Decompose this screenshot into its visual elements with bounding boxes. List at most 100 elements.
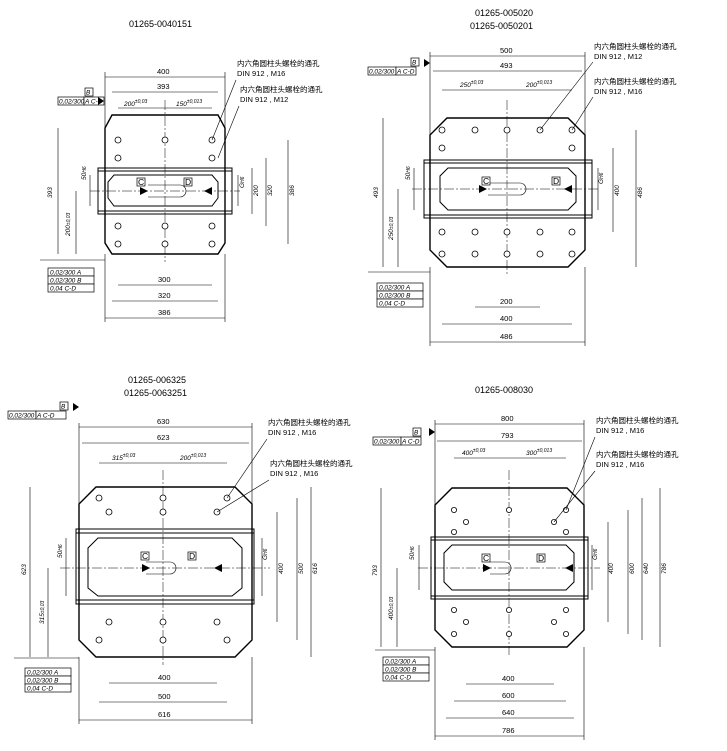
note-2-line-2: DIN 912 , M16	[594, 87, 642, 96]
callout-notes: 内六角圆柱头螺栓的通孔 DIN 912 , M12 内六角圆柱头螺栓的通孔 DI…	[539, 41, 677, 131]
bolt-hole	[114, 240, 122, 248]
note-2-line-1: 内六角圆柱头螺栓的通孔	[594, 76, 677, 86]
dim-left-half: 315±0,03	[39, 600, 46, 624]
left-dimensions: 393 200±0,03 50H6	[40, 128, 105, 261]
svg-text:B: B	[412, 60, 417, 67]
dim-top-width-inner: 623	[157, 433, 170, 442]
dim-left-height: 493	[373, 187, 380, 198]
bolt-holes	[114, 136, 216, 248]
note-1-line-1: 内六角圆柱头螺栓的通孔	[596, 415, 679, 425]
datum-c-label: C	[483, 553, 489, 563]
dim-right-2: 320	[267, 185, 274, 196]
dim-g: GH6	[239, 176, 246, 188]
view-title: 01265-006325	[128, 375, 186, 385]
note-1-line-2: DIN 912 , M16	[596, 426, 644, 435]
left-dimensions: 793 400±0,03 50H6	[372, 488, 435, 651]
dim-bottom-3: 616	[158, 710, 171, 719]
dim-right-2: 600	[629, 563, 636, 574]
callout-notes: 内六角圆柱头螺栓的通孔 DIN 912 , M16 内六角圆柱头螺栓的通孔 DI…	[211, 58, 323, 159]
dim-bottom-2: 400	[500, 314, 513, 323]
base-plate-outline	[429, 117, 586, 268]
bottom-dimensions: 400 500 616	[78, 657, 253, 724]
note-1-line-1: 内六角圆柱头螺栓的通孔	[594, 41, 677, 51]
svg-text:A C-D: A C-D	[396, 69, 415, 76]
datum-frame-b: 0,02/300 A C-D B	[57, 87, 105, 106]
svg-text:0,02/300 A: 0,02/300 A	[379, 285, 410, 292]
note-1-line-1: 内六角圆柱头螺栓的通孔	[268, 417, 351, 427]
dim-bottom-2: 500	[158, 692, 171, 701]
tolerance-block: 0,02/300 A 0,02/300 B 0,04 C-D	[382, 656, 430, 682]
datum-d-label: D	[553, 176, 559, 186]
datum-c-label: C	[483, 176, 489, 186]
base-plate-outline	[78, 486, 253, 658]
bolt-hole	[114, 154, 122, 162]
svg-text:A C-D: A C-D	[36, 413, 55, 420]
dim-top-width-inner: 793	[501, 431, 514, 440]
note-2-line-1: 内六角圆柱头螺栓的通孔	[240, 84, 323, 94]
datum-d-label: D	[185, 177, 191, 187]
datum-frame-b: 0,02/300 A C-D B	[7, 401, 79, 420]
top-dimensions: 800 793 400±0,03 300±0,013	[434, 414, 585, 505]
bottom-dimensions: 300 320 386	[104, 254, 226, 322]
svg-text:0,02/300: 0,02/300	[9, 413, 35, 420]
dim-hole-spacing: 315±0,03	[112, 453, 136, 462]
svg-text:0,02/300 B: 0,02/300 B	[385, 667, 417, 674]
svg-text:0,02/300 A: 0,02/300 A	[385, 659, 416, 666]
datum-frame-b: 0,02/300 A C-D B	[367, 57, 430, 76]
dim-right-4: 786	[661, 563, 668, 574]
datum-d-arrow	[204, 187, 212, 195]
dim-bottom-2: 600	[502, 691, 515, 700]
dim-bottom-3: 386	[158, 308, 171, 317]
tolerance-block: 0,02/300 A 0,02/300 B 0,04 C-D	[47, 267, 95, 293]
bottom-dimensions: 200 400 486	[429, 267, 586, 346]
datum-d-label: D	[538, 553, 544, 563]
bolt-hole	[161, 240, 169, 248]
dim-top-width: 400	[157, 67, 170, 76]
view-title: 01265-008030	[475, 385, 533, 395]
center-slot	[87, 537, 243, 597]
svg-text:0,04 C-D: 0,04 C-D	[27, 686, 53, 693]
dim-slot-width: 50H6	[57, 544, 64, 558]
dim-g: GH6	[592, 548, 599, 560]
dim-slot-width: 50H6	[405, 166, 412, 180]
dim-hole-spacing-2: 300±0,013	[526, 448, 552, 457]
dim-hole-spacing: 250±0,03	[459, 80, 484, 89]
dim-bottom-4: 786	[502, 726, 515, 735]
view-title-2: 01265-0050201	[470, 21, 533, 31]
bolt-holes	[95, 494, 231, 644]
dim-g: GH6	[262, 548, 269, 560]
dim-slot-width: 50H6	[81, 166, 88, 180]
datum-frame-b: 0,02/300 A C-D B	[372, 427, 435, 446]
datum-c-label: C	[142, 551, 148, 561]
dim-bottom-1: 300	[158, 275, 171, 284]
dim-right-2: 486	[637, 187, 644, 198]
svg-text:B: B	[86, 90, 91, 97]
datum-d-label: D	[189, 551, 195, 561]
center-slot	[107, 174, 219, 207]
dim-right-1: 400	[614, 185, 621, 196]
left-dimensions: 623 315±0,03 50H6	[14, 487, 79, 659]
svg-text:0,02/300 B: 0,02/300 B	[379, 293, 411, 300]
svg-text:B: B	[61, 404, 66, 411]
note-2-line-2: DIN 912 , M12	[240, 95, 288, 104]
note-2-line-2: DIN 912 , M16	[270, 469, 318, 478]
dim-right-3: 616	[312, 563, 319, 574]
dim-g: GH6	[598, 172, 605, 184]
dim-slot-width: 50H6	[409, 546, 416, 560]
view-title-2: 01265-0063251	[124, 388, 187, 398]
svg-text:B: B	[414, 430, 419, 437]
right-dimensions: GH6 200 320 386	[237, 140, 296, 244]
bolt-hole	[161, 222, 169, 230]
view-01265-0040151: 01265-0040151 C D	[40, 19, 323, 322]
dim-left-height: 393	[47, 187, 54, 198]
dim-bottom-1: 400	[502, 674, 515, 683]
svg-text:0,02/300 A: 0,02/300 A	[50, 270, 81, 277]
dim-hole-spacing-2: 200±0,013	[525, 80, 552, 89]
bolt-holes	[450, 506, 570, 638]
note-1-line-2: DIN 912 , M16	[237, 69, 285, 78]
dim-top-width: 500	[500, 46, 513, 55]
svg-text:0,02/300: 0,02/300	[369, 69, 395, 76]
svg-text:0,02/300 B: 0,02/300 B	[50, 278, 82, 285]
dim-right-1: 400	[608, 563, 615, 574]
